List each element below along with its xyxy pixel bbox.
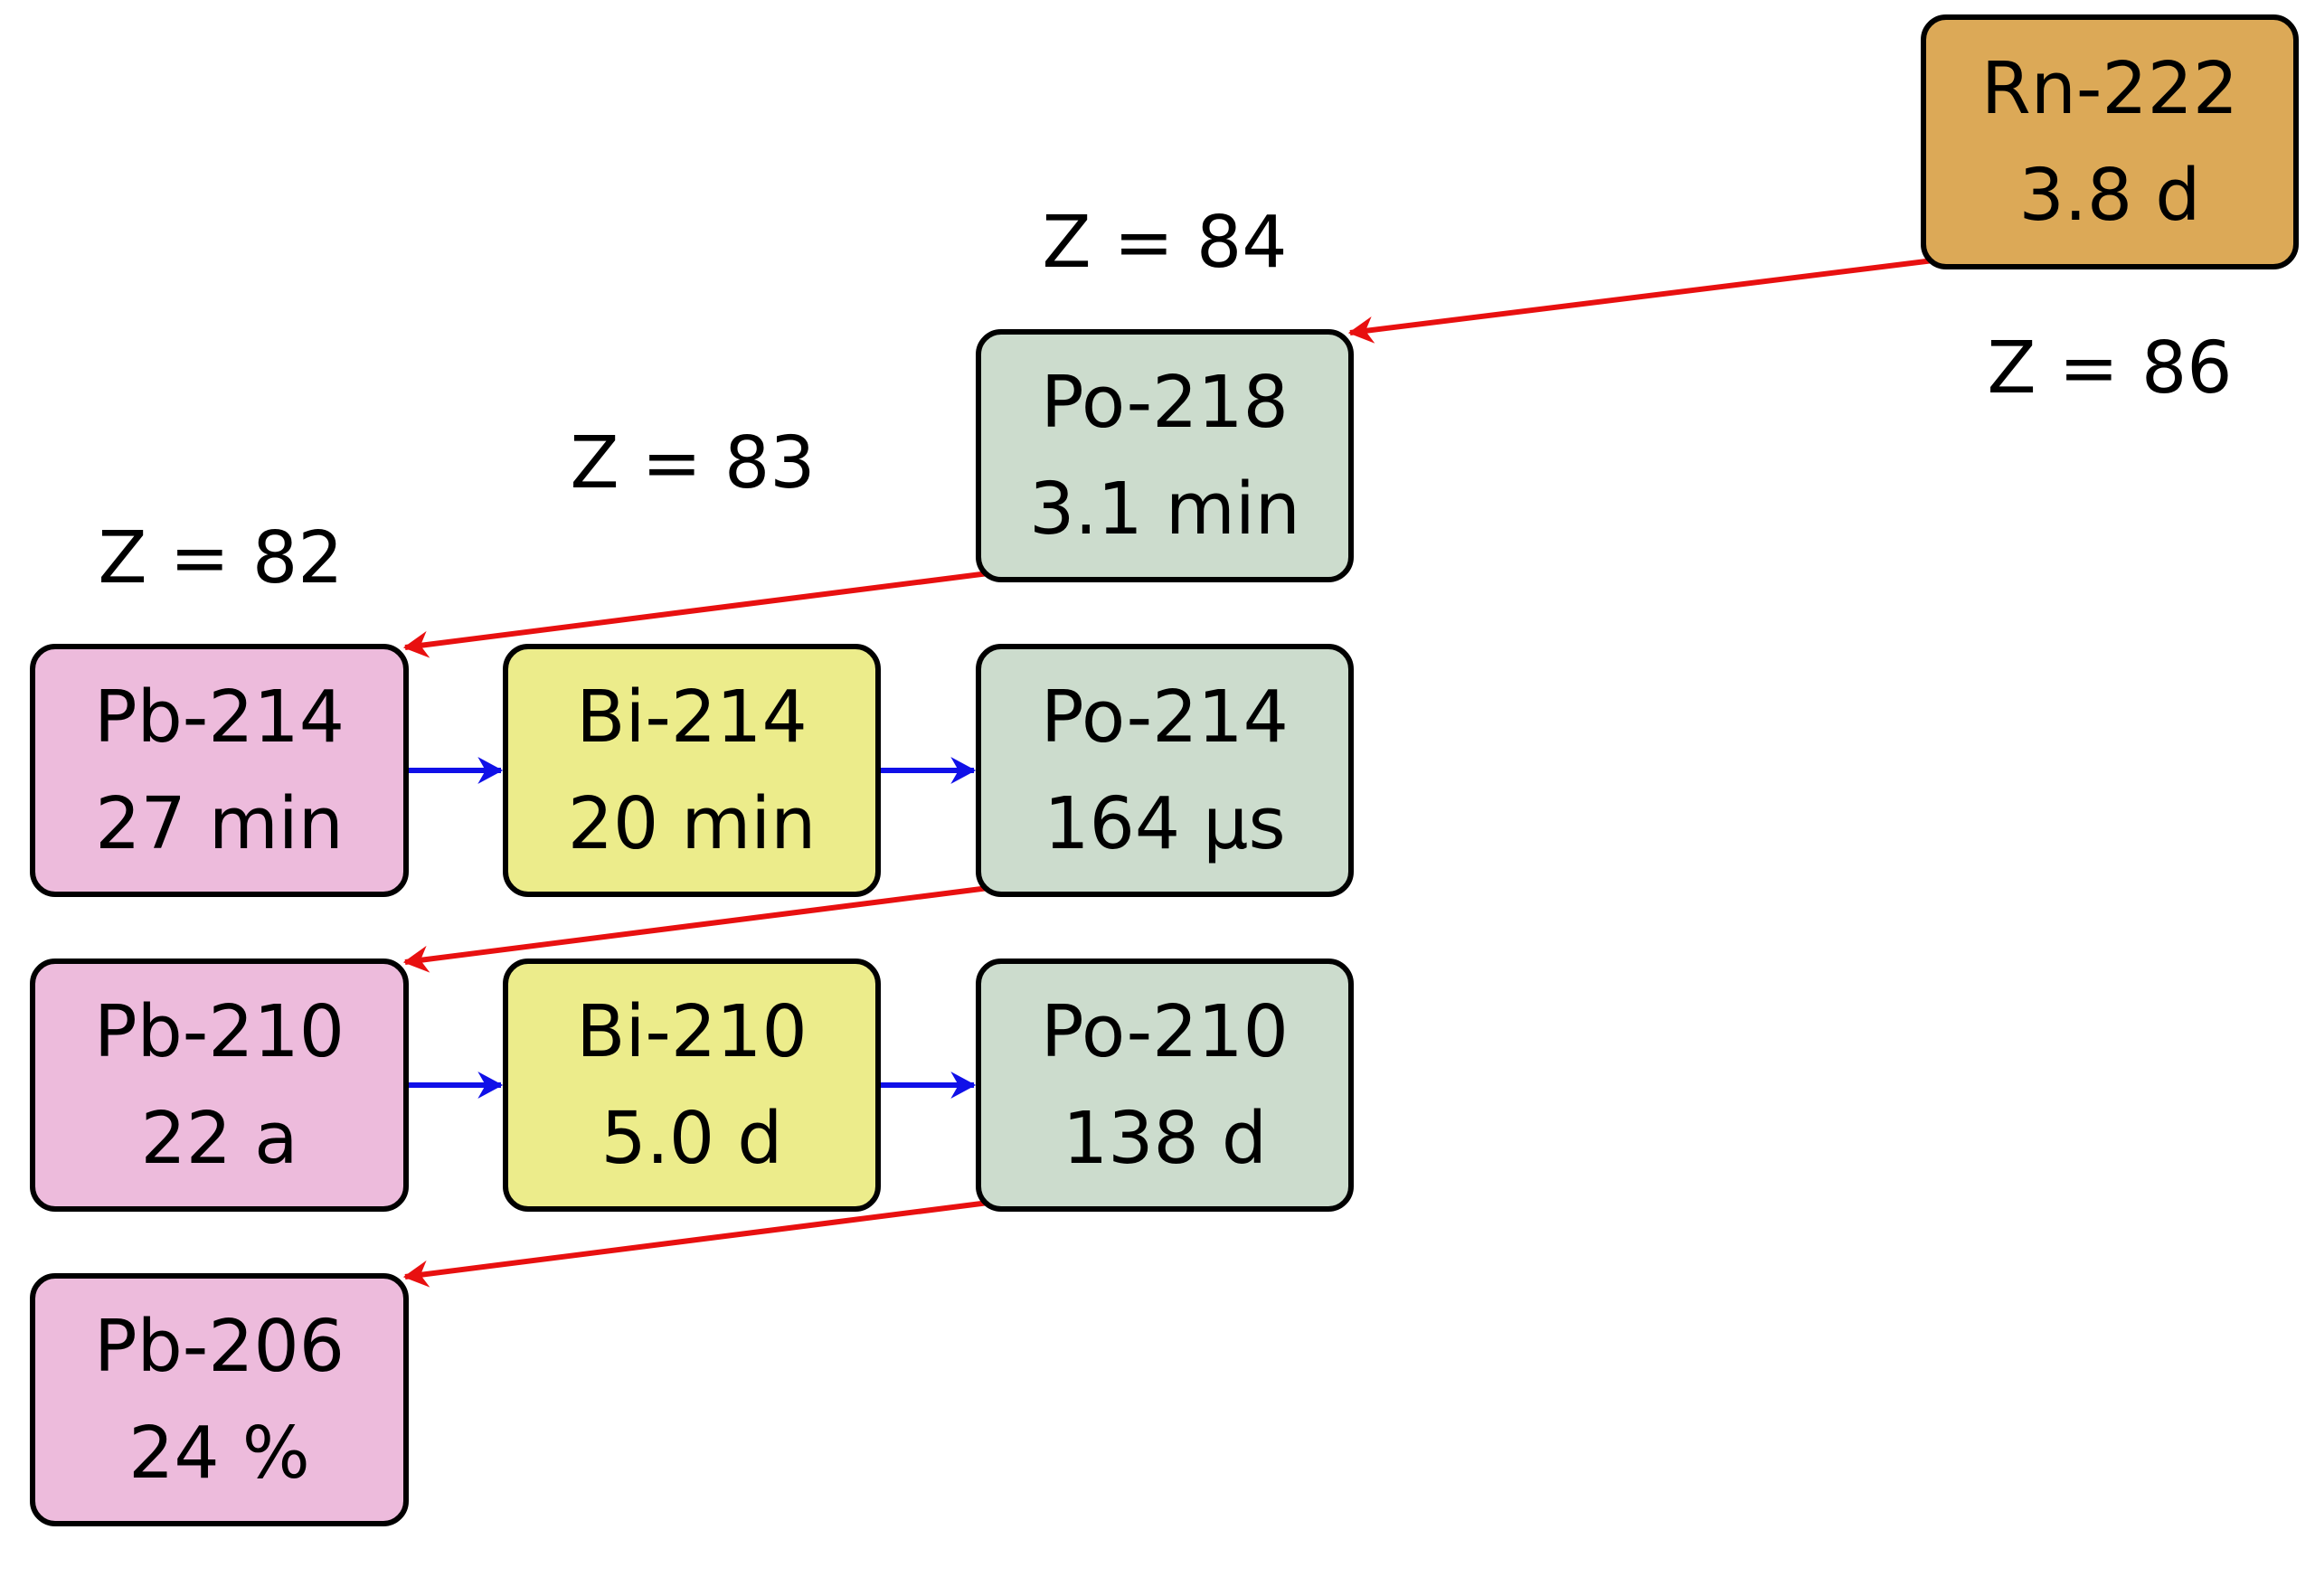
nuclide-half-life: 20 min [567,782,817,865]
alpha-decay-arrow-po214-to-pb210 [402,885,989,973]
nuclide-half-life: 164 µs [1044,782,1286,865]
nuclide-name: Pb-210 [93,990,345,1073]
nuclide-half-life: 5.0 d [600,1097,783,1180]
nuclide-half-life: 138 d [1062,1097,1268,1180]
nuclide-name: Bi-210 [576,990,808,1073]
nuclide-box-rn222: Rn-222 3.8 d [1921,14,2299,269]
nuclide-box-pb206: Pb-206 24 % [30,1273,409,1526]
nuclide-box-pb210: Pb-210 22 a [30,959,409,1212]
nuclide-name: Pb-214 [93,675,345,759]
nuclide-box-bi214: Bi-214 20 min [503,644,881,897]
nuclide-name: Pb-206 [93,1305,345,1388]
nuclide-name: Po-218 [1041,361,1289,444]
nuclide-box-pb214: Pb-214 27 min [30,644,409,897]
nuclide-name: Po-214 [1041,675,1289,759]
nuclide-name: Po-210 [1041,990,1289,1073]
z-label-82: Z = 82 [98,516,344,600]
z-label-84: Z = 84 [1042,201,1288,284]
nuclide-half-life: 22 a [140,1097,298,1180]
nuclide-box-bi210: Bi-210 5.0 d [503,959,881,1212]
nuclide-name: Rn-222 [1980,47,2239,130]
z-label-86: Z = 86 [1987,326,2233,410]
nuclide-box-po210: Po-210 138 d [976,959,1354,1212]
nuclide-half-life: 3.1 min [1029,467,1300,551]
alpha-decay-arrow-po218-to-pb214 [402,571,989,658]
nuclide-half-life: 3.8 d [2018,154,2201,237]
nuclide-half-life: 24 % [128,1412,310,1495]
nuclide-box-po218: Po-218 3.1 min [976,329,1354,582]
z-label-83: Z = 83 [570,421,816,505]
alpha-decay-arrow-rn222-to-po218 [1347,258,1934,344]
alpha-decay-arrow-po210-to-pb206 [402,1200,989,1288]
nuclide-name: Bi-214 [576,675,808,759]
nuclide-half-life: 27 min [95,782,344,865]
nuclide-box-po214: Po-214 164 µs [976,644,1354,897]
